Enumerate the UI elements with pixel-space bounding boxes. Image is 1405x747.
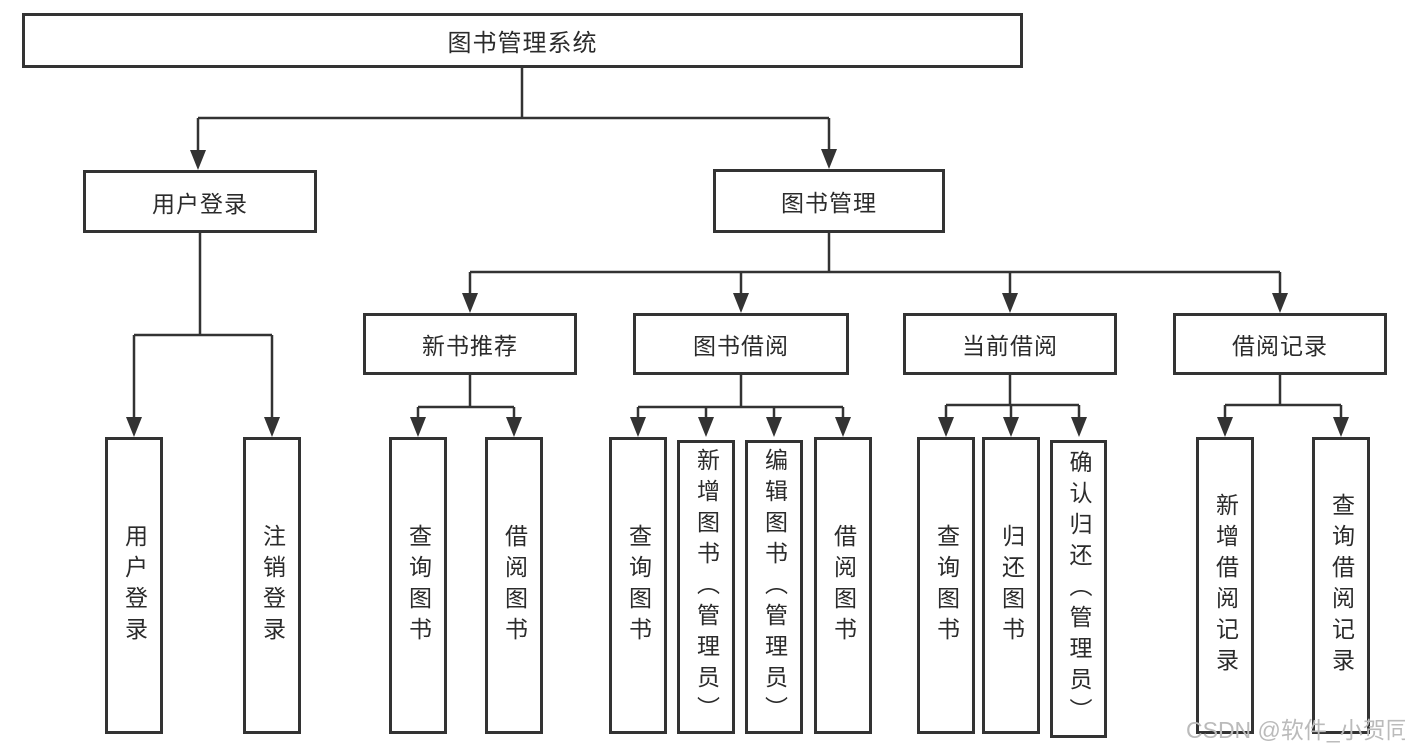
node-query-borrow-record-label: 查询借阅记录 (1328, 492, 1355, 679)
arrowhead-icons (126, 149, 1349, 437)
node-new-book-recommendation-label: 新书推荐 (422, 333, 518, 359)
node-user-login-leaf-label: 用户登录 (121, 523, 148, 648)
node-borrowing-records-label: 借阅记录 (1232, 333, 1328, 359)
node-new-book-recommendation: 新书推荐 (363, 313, 577, 375)
node-confirm-return-admin: 确认归还（管理员） (1050, 440, 1107, 738)
node-logout-leaf-label: 注销登录 (259, 523, 286, 648)
node-add-books-admin: 新增图书（管理员） (677, 440, 735, 734)
node-book-management: 图书管理 (713, 169, 945, 233)
node-user-login: 用户登录 (83, 170, 317, 233)
node-add-borrow-record: 新增借阅记录 (1196, 437, 1254, 734)
tree-edges (132, 68, 1343, 419)
node-edit-books-admin-label: 编辑图书（管理员） (761, 447, 788, 727)
node-return-books-label: 归还图书 (998, 523, 1025, 648)
node-edit-books-admin: 编辑图书（管理员） (745, 440, 803, 734)
node-borrow-books-leaf-label: 借阅图书 (830, 523, 857, 648)
node-user-login-leaf: 用户登录 (105, 437, 163, 734)
node-confirm-return-admin-label: 确认归还（管理员） (1066, 449, 1092, 729)
node-book-borrowing-label: 图书借阅 (693, 333, 789, 359)
node-add-books-admin-label: 新增图书（管理员） (693, 447, 720, 727)
node-logout-leaf: 注销登录 (243, 437, 301, 734)
node-query-books-recommend: 查询图书 (389, 437, 447, 734)
node-book-management-label: 图书管理 (781, 190, 877, 216)
node-current-borrowing: 当前借阅 (903, 313, 1117, 375)
node-book-borrowing: 图书借阅 (633, 313, 849, 375)
node-query-borrow-record: 查询借阅记录 (1312, 437, 1370, 734)
node-borrow-books-recommend-label: 借阅图书 (501, 523, 528, 648)
node-query-books-current-label: 查询图书 (933, 523, 960, 648)
node-query-books-current: 查询图书 (917, 437, 975, 734)
node-borrow-books-leaf: 借阅图书 (814, 437, 872, 734)
node-query-books-borrow-label: 查询图书 (625, 523, 652, 648)
node-query-books-recommend-label: 查询图书 (405, 523, 432, 648)
node-library-system-label: 图书管理系统 (447, 30, 598, 57)
node-add-borrow-record-label: 新增借阅记录 (1212, 492, 1239, 679)
node-current-borrowing-label: 当前借阅 (962, 333, 1058, 359)
csdn-watermark: CSDN @软件_小贺同学 (1186, 717, 1405, 743)
node-return-books: 归还图书 (982, 437, 1040, 734)
node-borrow-books-recommend: 借阅图书 (485, 437, 543, 734)
node-library-system: 图书管理系统 (22, 13, 1023, 68)
node-query-books-borrow: 查询图书 (609, 437, 667, 734)
node-user-login-label: 用户登录 (152, 190, 248, 217)
node-borrowing-records: 借阅记录 (1173, 313, 1387, 375)
